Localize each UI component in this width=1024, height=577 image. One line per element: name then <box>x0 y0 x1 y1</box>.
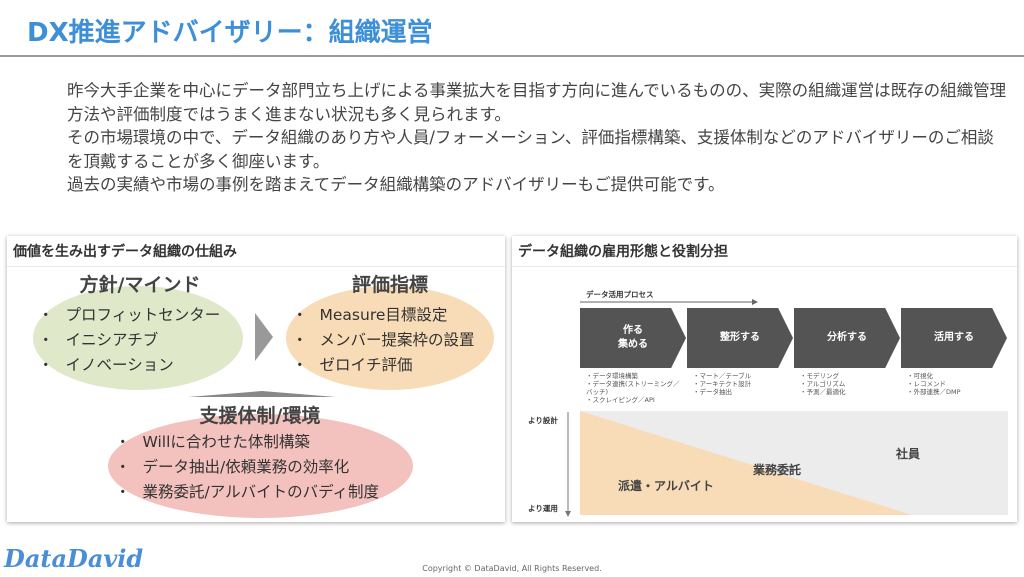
axis-bottom-label: より運用 <box>528 504 558 513</box>
intro-paragraph: その市場環境の中で、データ組織のあり方や人員/フォーメーション、評価指標構築、支… <box>67 128 994 171</box>
datadavid-logo: DataDavid <box>4 544 144 573</box>
list-item: プロフィットセンター <box>38 303 221 328</box>
temp-staff-area <box>580 411 912 515</box>
intro-paragraph: 過去の実績や市場の事例を踏まえてデータ組織構築のアドバイザリーもご提供可能です。 <box>67 175 725 194</box>
axis-top-label: より設計 <box>528 416 558 425</box>
process-label: データ活用プロセス <box>586 290 654 299</box>
step-analyze: 分析する <box>794 308 900 368</box>
step-details: ・データ環境構築 ・データ連携(ストリーミング／ バッチ) ・スクレイピング／A… <box>586 372 680 404</box>
list-item: 業務委託/アルバイトのバディ制度 <box>115 480 379 505</box>
process-arrow-icon <box>580 299 758 305</box>
step-utilize: 活用する <box>901 308 1007 368</box>
list-item: イニシアチブ <box>38 328 220 353</box>
metrics-list: Measure目標設定 メンバー提案枠の設置 ゼロイチ評価 <box>292 303 475 378</box>
support-heading: 支援体制/環境 <box>199 405 321 427</box>
role-contractor: 業務委託 <box>753 463 802 477</box>
role-employee: 社員 <box>896 447 921 461</box>
list-item: Measure目標設定 <box>292 303 475 328</box>
metrics-heading: 評価指標 <box>351 274 428 296</box>
panel-divider <box>512 266 1017 267</box>
step-details: ・可視化 ・レコメンド ・外部連携／DMP <box>907 372 961 396</box>
list-item: メンバー提案枠の設置 <box>292 328 475 353</box>
intro-paragraph: 昨今大手企業を中心にデータ部門立ち上げによる事業拡大を目指す方向に進んでいるもの… <box>67 81 1007 124</box>
panel-title: 価値を生み出すデータ組織の仕組み <box>13 244 237 260</box>
list-item: データ抽出/依頼業務の効率化 <box>115 455 379 480</box>
right-arrow-icon <box>255 313 273 361</box>
axis-arrow-icon <box>565 511 571 517</box>
up-arrow-icon <box>188 391 336 397</box>
panel-divider <box>7 266 505 267</box>
list-item: イノベーション <box>38 353 220 378</box>
panel-title: データ組織の雇用形態と役割分担 <box>518 244 728 260</box>
role-allocation-graphic <box>565 411 1008 517</box>
list-item: Willに合わせた体制構築 <box>115 430 379 455</box>
role-temp-staff: 派遣・アルバイト <box>618 479 714 493</box>
title-divider <box>0 55 1024 57</box>
policy-heading: 方針/マインド <box>79 274 201 296</box>
step-details: ・マート／テーブル ・アーキテクト設計 ・データ抽出 <box>693 372 752 396</box>
policy-list: プロフィットセンター イニシアチブ イノベーション <box>38 303 221 378</box>
step-collect: 作る 集める <box>580 308 686 368</box>
page-title: DX推進アドバイザリー：組織運営 <box>27 18 433 48</box>
list-item: ゼロイチ評価 <box>292 353 475 378</box>
copyright: Copyright © DataDavid, All Rights Reserv… <box>422 564 602 573</box>
step-details: ・モデリング ・アルゴリズム ・予測／最適化 <box>800 372 846 396</box>
support-list: Willに合わせた体制構築 データ抽出/依頼業務の効率化 業務委託/アルバイトの… <box>115 430 379 505</box>
step-shape: 整形する <box>687 308 793 368</box>
intro-text: 昨今大手企業を中心にデータ部門立ち上げによる事業拡大を目指す方向に進んでいるもの… <box>67 79 1007 197</box>
